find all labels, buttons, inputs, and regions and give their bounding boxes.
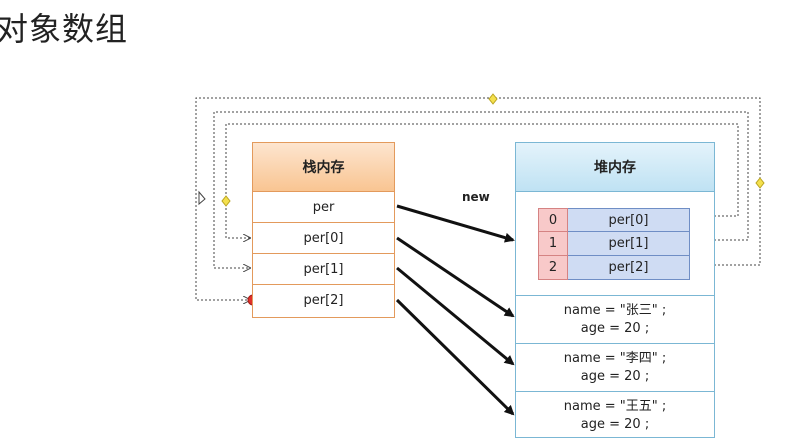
person-object-3: name = "王五" ; age = 20 ; bbox=[516, 392, 714, 440]
stack-row-per1: per[1] bbox=[253, 254, 394, 285]
object-age-line: age = 20 ; bbox=[580, 417, 650, 432]
cursor-pointer-icon bbox=[198, 190, 206, 206]
person-object-1: name = "张三" ; age = 20 ; bbox=[516, 296, 714, 344]
array-index: 1 bbox=[538, 232, 568, 256]
arrow-per2-to-object3 bbox=[395, 298, 515, 416]
arrow-per1-to-object2 bbox=[396, 266, 515, 366]
diamond-marker-left bbox=[221, 195, 231, 207]
array-value: per[1] bbox=[568, 232, 690, 256]
arrow-per-to-array bbox=[396, 204, 515, 243]
object-age-line: age = 20 ; bbox=[580, 320, 650, 336]
array-row: 0 per[0] bbox=[538, 208, 690, 232]
object-age-line: age = 20 ; bbox=[580, 368, 650, 384]
heap-memory-title: 堆内存 bbox=[516, 143, 714, 192]
stack-memory-box: 栈内存 per per[0] per[1] per[2] bbox=[252, 142, 395, 318]
diamond-marker-top bbox=[488, 93, 498, 105]
stack-memory-title: 栈内存 bbox=[253, 143, 394, 192]
person-object-2: name = "李四" ; age = 20 ; bbox=[516, 344, 714, 392]
arrow-per0-to-object1 bbox=[396, 236, 515, 318]
heap-array-area: 0 per[0] 1 per[1] 2 per[2] bbox=[516, 192, 714, 296]
new-label: new bbox=[462, 190, 490, 204]
array-index: 2 bbox=[538, 256, 568, 280]
array-value: per[2] bbox=[568, 256, 690, 280]
reference-loop-per0 bbox=[225, 123, 739, 238]
diamond-marker-right bbox=[755, 177, 765, 189]
reference-loop-per1 bbox=[213, 111, 749, 268]
stack-row-per0: per[0] bbox=[253, 223, 394, 254]
stack-row-per: per bbox=[253, 192, 394, 223]
object-name-line: name = "李四" ; bbox=[563, 350, 667, 366]
array-row: 1 per[1] bbox=[538, 232, 690, 256]
heap-memory-box: 堆内存 0 per[0] 1 per[1] 2 per[2] name = "张… bbox=[515, 142, 715, 438]
object-name-line: name = "张三" ; bbox=[563, 302, 667, 318]
object-name-line: name = "王五" ; bbox=[563, 399, 667, 414]
reference-loop-per2 bbox=[195, 97, 761, 300]
array-value: per[0] bbox=[568, 208, 690, 232]
page-title: 对象数组 bbox=[0, 10, 129, 48]
array-row: 2 per[2] bbox=[538, 256, 690, 280]
stack-row-per2: per[2] bbox=[303, 293, 344, 308]
array-index: 0 bbox=[538, 208, 568, 232]
person-array: 0 per[0] 1 per[1] 2 per[2] bbox=[538, 208, 690, 280]
